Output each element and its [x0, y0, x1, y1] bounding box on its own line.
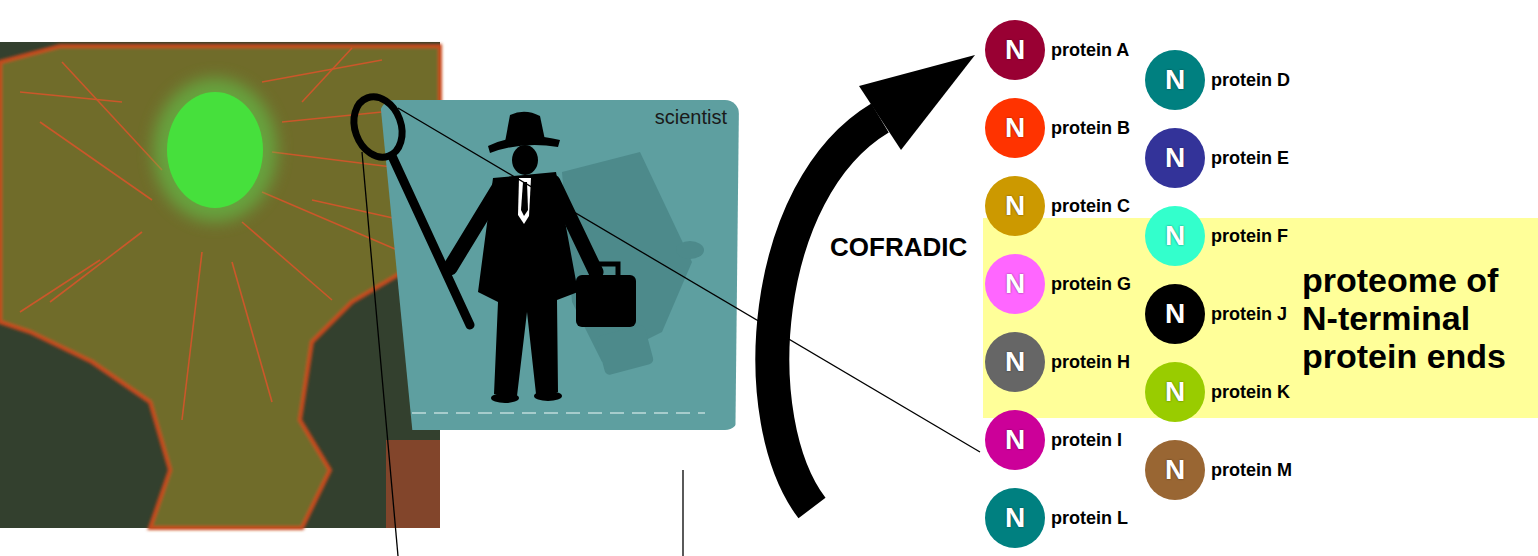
- protein-label: protein I: [1051, 410, 1122, 470]
- filament: [262, 192, 402, 252]
- label-holder: COFRADIC: [830, 232, 967, 263]
- head: [512, 145, 538, 175]
- protein-label: protein B: [1051, 98, 1130, 158]
- card-title: scientist: [380, 100, 739, 129]
- node-letter: N: [1145, 50, 1205, 110]
- filament: [302, 48, 352, 102]
- node-letter: N: [985, 176, 1045, 236]
- node-letter: N: [985, 488, 1045, 548]
- protein-circle: Nprotein C: [985, 176, 1045, 236]
- protein-circle: Nprotein M: [1145, 440, 1205, 500]
- protein-label: protein M: [1211, 440, 1292, 500]
- shadow-case: [596, 324, 655, 376]
- filament: [232, 262, 272, 402]
- filament: [20, 92, 122, 102]
- node-letter: N: [1145, 362, 1205, 422]
- shoe: [491, 393, 519, 403]
- protein-circle: Nprotein K: [1145, 362, 1205, 422]
- protein-label: protein G: [1051, 254, 1131, 314]
- node-letter: N: [985, 20, 1045, 80]
- protein-label: protein C: [1051, 176, 1130, 236]
- protein-label: protein H: [1051, 332, 1130, 392]
- protein-circle: Nprotein B: [985, 98, 1045, 158]
- filament: [40, 122, 152, 200]
- protein-label: protein L: [1051, 488, 1128, 548]
- hat-crown: [505, 112, 545, 142]
- filament: [182, 252, 202, 420]
- arm: [450, 186, 500, 268]
- protein-label: protein F: [1211, 206, 1288, 266]
- protein-label: protein J: [1211, 284, 1287, 344]
- detective-shadow: [562, 152, 704, 376]
- nucleus-glow: [153, 78, 277, 222]
- card-dash: [412, 412, 705, 414]
- node-letter: N: [1145, 206, 1205, 266]
- band-title: proteome of N-terminal protein ends: [1302, 261, 1530, 375]
- filament: [262, 60, 382, 82]
- protein-circle: Nprotein L: [985, 488, 1045, 548]
- tie: [521, 182, 528, 216]
- briefcase: [576, 275, 636, 327]
- node-letter: N: [1145, 128, 1205, 188]
- arrow-head: [859, 55, 975, 150]
- zoom-lines: [362, 108, 980, 556]
- magnifier-handle: [392, 156, 470, 325]
- protein-label: protein E: [1211, 128, 1289, 188]
- nucleus: [167, 92, 263, 208]
- protein-label: protein A: [1051, 20, 1129, 80]
- arrow-body: [772, 118, 880, 508]
- magnifying-glass: [346, 90, 470, 325]
- zoom-line: [682, 470, 683, 556]
- filament: [242, 222, 332, 300]
- node-letter: N: [985, 254, 1045, 314]
- protein-label: protein D: [1211, 50, 1290, 110]
- protein-circle: Nprotein H: [985, 332, 1045, 392]
- node-letter: N: [985, 410, 1045, 470]
- protein-circle: Nprotein J: [1145, 284, 1205, 344]
- magnifier-ring: [346, 90, 410, 164]
- protein-circle: Nprotein D: [1145, 50, 1205, 110]
- node-letter: N: [1145, 440, 1205, 500]
- filament: [20, 260, 100, 312]
- filament: [62, 62, 162, 170]
- protein-circle: Nprotein I: [985, 410, 1045, 470]
- protein-circle: Nprotein E: [1145, 128, 1205, 188]
- shadow-hat: [676, 241, 704, 259]
- shoe: [534, 391, 562, 401]
- node-letter: N: [985, 332, 1045, 392]
- protein-circle: Nprotein F: [1145, 206, 1205, 266]
- protein-label: protein K: [1211, 362, 1290, 422]
- curved-arrow: [772, 55, 975, 508]
- protein-circle: Nprotein G: [985, 254, 1045, 314]
- zoom-line: [362, 152, 398, 556]
- arm: [553, 182, 596, 272]
- actin-filaments: [20, 48, 438, 420]
- node-letter: N: [1145, 284, 1205, 344]
- filament: [50, 232, 142, 302]
- zoom-line: [398, 108, 980, 452]
- method-label: COFRADIC: [830, 232, 967, 263]
- protein-circle: Nprotein A: [985, 20, 1045, 80]
- node-letter: N: [985, 98, 1045, 158]
- briefcase-handle: [594, 264, 618, 275]
